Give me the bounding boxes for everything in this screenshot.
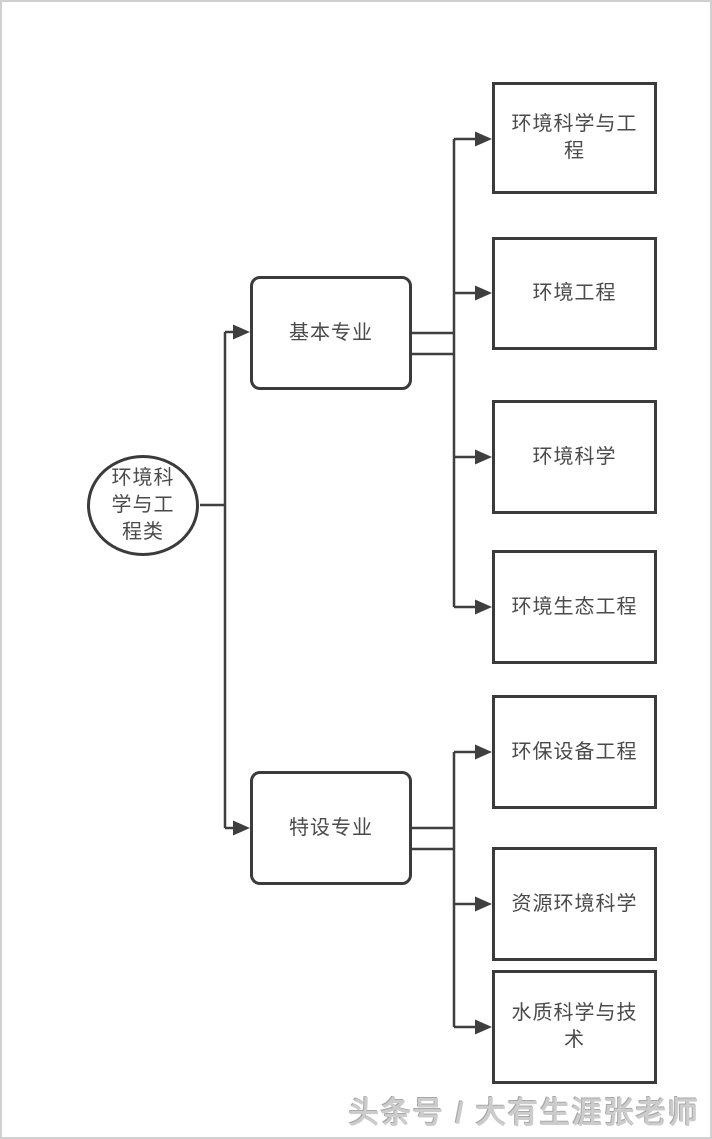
leaf-label: 环境工程 (532, 282, 617, 304)
connector-paths (200, 137, 476, 1029)
arrowhead-icon (475, 599, 492, 615)
node-env-ecological-engineering: 环境生态工程 (492, 550, 657, 664)
arrowhead-icon (233, 820, 250, 836)
leaf-label: 环境科学与工程 (511, 113, 638, 162)
arrowhead-icon (475, 285, 492, 301)
node-env-science: 环境科学 (492, 400, 657, 514)
arrowhead-icon (233, 324, 250, 340)
arrowhead-icons (233, 131, 492, 1035)
node-resource-env-science: 资源环境科学 (492, 847, 657, 961)
leaf-label: 环境科学 (532, 445, 617, 468)
leaf-label: 资源环境科学 (511, 892, 638, 915)
arrowhead-icon (475, 744, 492, 760)
watermark: 头条号 / 大有生涯张老师 (348, 1097, 700, 1130)
leaf-label: 环保设备工程 (511, 740, 638, 763)
node-env-protection-equipment: 环保设备工程 (492, 695, 657, 809)
arrowhead-icon (475, 131, 492, 147)
leaf-label: 环境生态工程 (511, 595, 638, 618)
node-water-quality-science-tech: 水质科学与技术 (492, 970, 657, 1084)
node-special-majors-label: 特设专业 (289, 816, 373, 839)
node-env-science-engineering: 环境科学与工程 (492, 82, 657, 194)
node-root-label: 环境科学与工程类 (111, 467, 175, 543)
arrowhead-icon (475, 449, 492, 465)
node-basic-majors-label: 基本专业 (289, 321, 373, 344)
node-basic-majors: 基本专业 (250, 276, 412, 390)
arrowhead-icon (475, 1019, 492, 1035)
arrowhead-icon (475, 896, 492, 912)
leaf-label: 水质科学与技术 (511, 1002, 638, 1051)
node-special-majors: 特设专业 (250, 771, 412, 885)
node-env-engineering: 环境工程 (492, 237, 657, 350)
node-root-category: 环境科学与工程类 (87, 455, 199, 556)
